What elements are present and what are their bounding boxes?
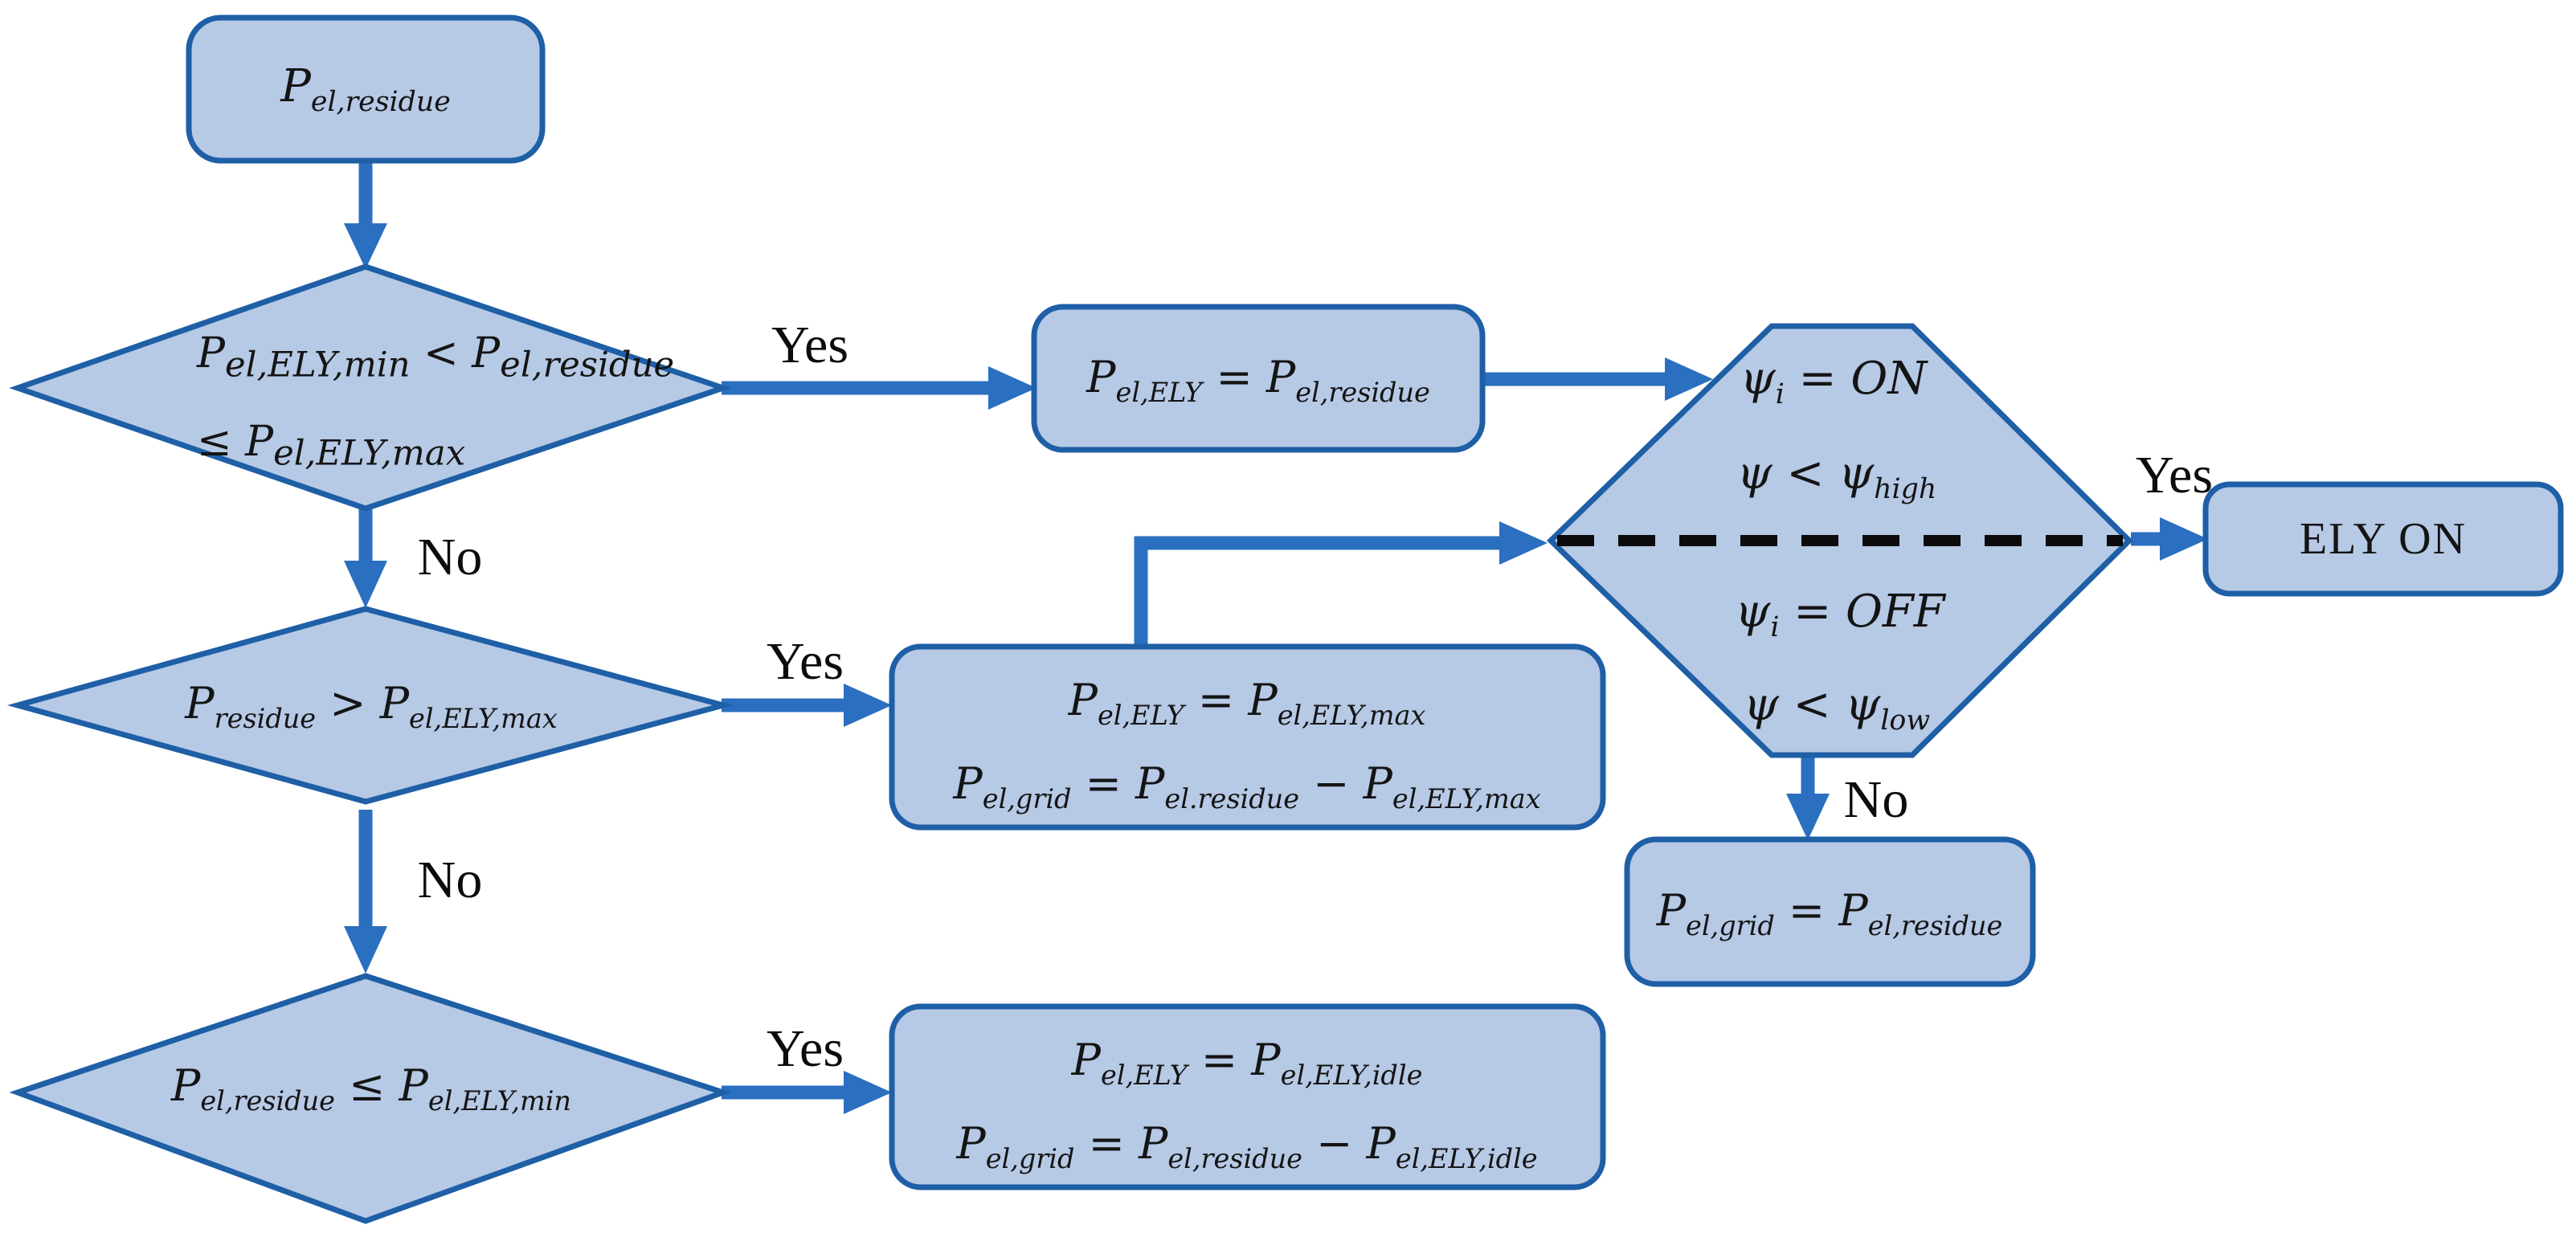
- edge-decision-exceeds-max-yes: [722, 684, 892, 727]
- decision-exceeds-max-label: Presidue > Pel,ELY,max: [185, 678, 558, 734]
- decision-range-line1: Pel,ELY,min < Pel,residue: [197, 329, 675, 386]
- node-assign-residue: [1031, 304, 1486, 453]
- edge-decision-range-yes: [722, 366, 1037, 410]
- node-decision-range: [9, 263, 732, 512]
- node-start: [186, 14, 546, 164]
- edge-decision-range-no: [344, 508, 387, 608]
- edge-assign-max-to-soc: [1134, 521, 1548, 647]
- edge-decision-below-min-yes: [722, 1071, 892, 1114]
- decision-range-no-label: No: [417, 528, 483, 586]
- node-grid-residue: [1624, 836, 2036, 987]
- decision-range-line2: ≤ Pel,ELY,max: [197, 418, 466, 474]
- node-soc-decision: [1546, 323, 2133, 758]
- grid-residue-label: Pel,grid = Pel,residue: [1656, 885, 2003, 941]
- assign-max-line1: Pel,ELY = Pel,ELY,max: [1068, 675, 1426, 731]
- edge-soc-yes: [2131, 517, 2208, 561]
- assign-idle-line1: Pel,ELY = Pel,ELY,idle: [1071, 1035, 1423, 1091]
- decision-below-min-yes-label: Yes: [766, 1019, 844, 1078]
- soc-yes-label: Yes: [2135, 446, 2214, 504]
- start-label: Pel,residue: [280, 60, 451, 119]
- decision-below-min-label: Pel,residue ≤ Pel,ELY,min: [171, 1060, 571, 1117]
- decision-exceeds-max-no-label: No: [417, 851, 483, 909]
- node-ely-on: [2202, 481, 2564, 597]
- edge-assign-residue-to-soc: [1482, 357, 1713, 401]
- assign-idle-line2: Pel,grid = Pel,residue − Pel,ELY,idle: [956, 1118, 1538, 1174]
- edges-group: [344, 161, 2208, 1114]
- edge-start-to-decision-range: [344, 161, 387, 269]
- decision-range-label: Pel,ELY,min < Pel,residue ≤ Pel,ELY,max: [197, 315, 674, 492]
- assign-residue-label: Pel,ELY = Pel,residue: [1086, 352, 1430, 408]
- node-decision-exceeds-max: [6, 606, 734, 805]
- soc-line4: ψ < ψlow: [1743, 679, 1931, 737]
- soc-no-label: No: [1843, 770, 1909, 829]
- soc-line3: ψi = OFF: [1735, 586, 1945, 644]
- soc-line1: ψi = ON: [1740, 353, 1928, 411]
- node-assign-max: [889, 643, 1606, 831]
- decision-range-yes-label: Yes: [771, 316, 849, 374]
- ely-on-label: ELY ON: [2299, 514, 2468, 564]
- edge-decision-exceeds-max-no: [344, 810, 387, 974]
- edge-soc-no: [1786, 757, 1830, 840]
- decision-exceeds-max-yes-label: Yes: [766, 632, 844, 691]
- soc-line2: ψ < ψhigh: [1736, 447, 1937, 506]
- nodes-group: [6, 14, 2564, 1224]
- node-decision-below-min: [9, 973, 732, 1224]
- node-assign-idle: [889, 1003, 1606, 1190]
- assign-max-line2: Pel,grid = Pel.residue − Pel,ELY,max: [953, 758, 1541, 815]
